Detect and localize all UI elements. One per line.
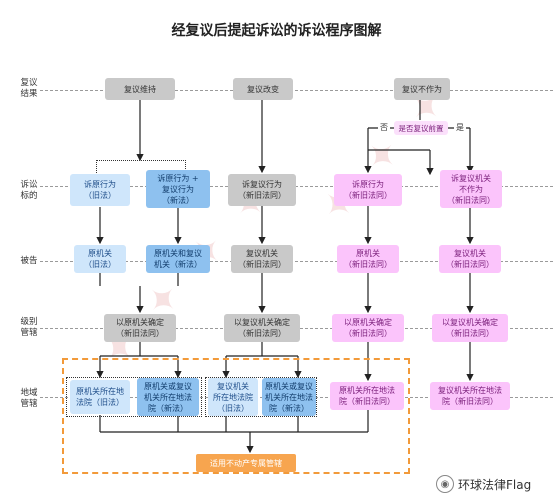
region-review-pink: 复议机关所在地法 院（新旧法同） bbox=[430, 382, 510, 410]
result-change: 复议改变 bbox=[233, 78, 293, 100]
real-estate-scope-frame bbox=[62, 358, 410, 474]
defendant-orig-old: 原机关 （旧法） bbox=[74, 245, 126, 273]
row-label-target: 诉讼 标的 bbox=[20, 180, 38, 201]
target-review-act: 诉复议行为 （新旧法同） bbox=[228, 174, 296, 206]
level-orig-pink: 以原机关确定 （新旧法同） bbox=[332, 314, 404, 342]
wechat-icon: ◉ bbox=[436, 475, 454, 493]
row-label-result: 复议 结果 bbox=[20, 78, 38, 99]
region-review-old: 复议机关 所在地法院 （旧法） bbox=[208, 378, 258, 416]
target-orig-pink: 诉原行为 （新旧法同） bbox=[334, 174, 402, 206]
result-uphold: 复议维持 bbox=[105, 78, 175, 100]
region-orig-or-review-new-left: 原机关或复议 机关所在地法 院（新法） bbox=[137, 378, 199, 416]
region-orig-old: 原机关所在地 法院（旧法） bbox=[70, 380, 130, 414]
row-label-level: 级别 管辖 bbox=[20, 317, 38, 338]
target-orig-old: 诉原行为 （旧法） bbox=[70, 174, 130, 206]
defendant-review-pink: 复议机关 （新旧法同） bbox=[439, 245, 501, 273]
real-estate-jurisdiction-box: 适用不动产专属管辖 bbox=[196, 454, 296, 472]
row-label-region: 地域 管辖 bbox=[20, 388, 38, 409]
region-middle-frame bbox=[205, 377, 317, 417]
target-review-inaction: 诉复议机关 不作为 （新旧法同） bbox=[440, 170, 502, 208]
brand-name: 环球法律Flag bbox=[458, 477, 532, 492]
defendant-orig-and-review-new: 原机关和复议 机关（新法） bbox=[146, 245, 210, 273]
region-left-frame bbox=[66, 377, 202, 417]
brand-footer: ◉ 环球法律Flag bbox=[436, 475, 531, 493]
row-divider bbox=[40, 186, 553, 187]
row-divider bbox=[40, 261, 553, 262]
row-label-defendant: 被告 bbox=[20, 256, 38, 266]
region-orig-or-review-new-right: 原机关或复议 机关所在地法 院（新法） bbox=[262, 378, 316, 416]
row-divider bbox=[40, 90, 553, 91]
target-orig-review-new: 诉原行为 + 复议行为 （新法） bbox=[146, 170, 210, 208]
diagram-title: 经复议后提起诉讼的诉讼程序图解 bbox=[171, 23, 382, 39]
region-orig-pink: 原机关所在地法 院（新旧法同） bbox=[330, 382, 404, 410]
decision-yes-label: 是 bbox=[454, 122, 466, 133]
decision-no-label: 否 bbox=[378, 122, 390, 133]
result-inaction: 复议不作为 bbox=[394, 78, 450, 100]
level-orig-gray: 以原机关确定 （新旧法同） bbox=[104, 314, 176, 342]
level-review-gray: 以复议机关确定 （新旧法同） bbox=[224, 314, 300, 342]
defendant-review-gray: 复议机关 （新旧法同） bbox=[231, 245, 293, 273]
decision-question: 是否复议前置 bbox=[394, 121, 448, 135]
level-review-pink: 以复议机关确定 （新旧法同） bbox=[432, 314, 508, 342]
defendant-orig-pink: 原机关 （新旧法同） bbox=[337, 245, 399, 273]
